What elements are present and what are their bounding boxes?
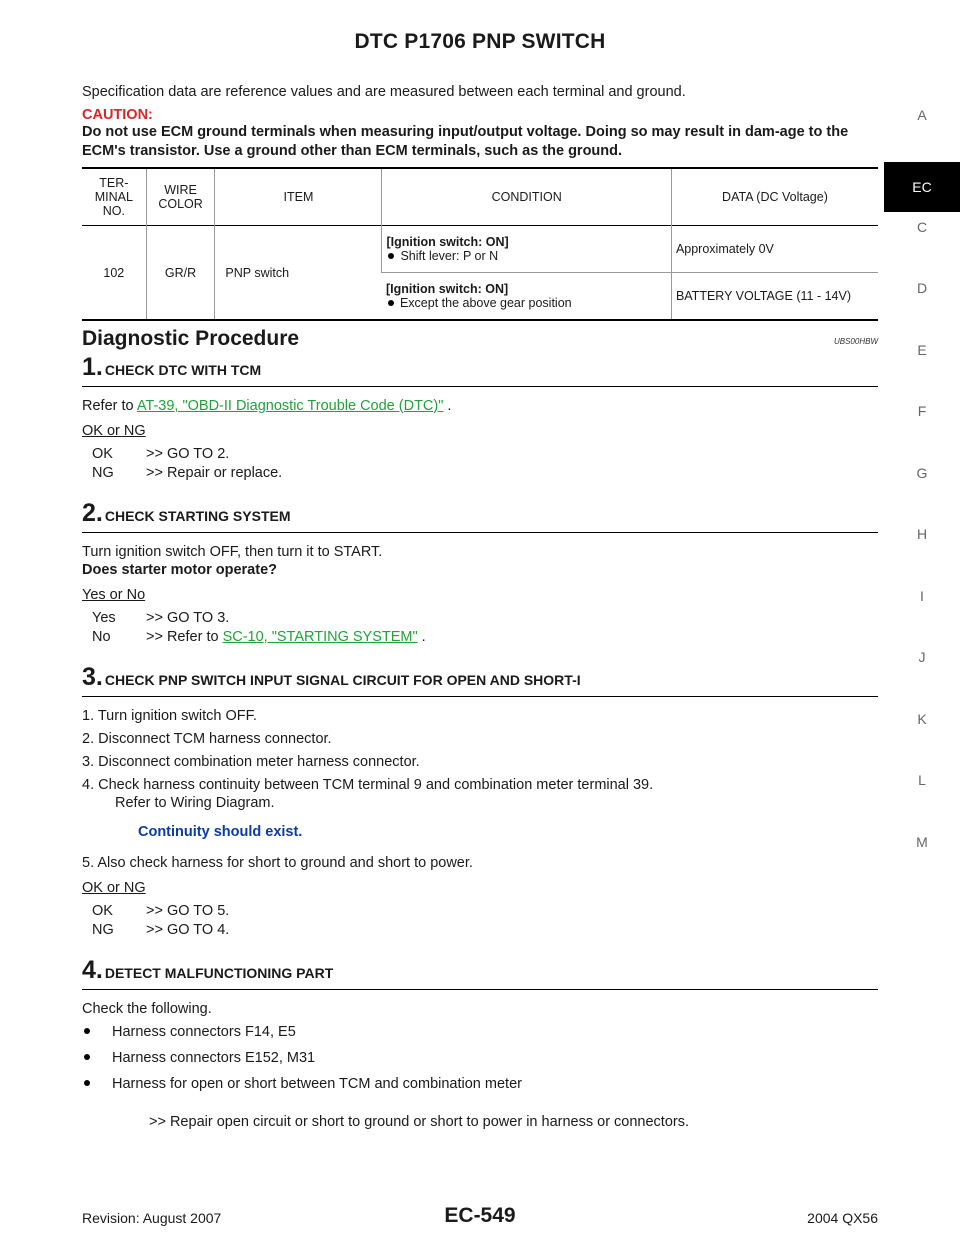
bullet-icon <box>388 252 395 259</box>
ref-link-sc10[interactable]: SC-10, "STARTING SYSTEM" <box>222 629 418 645</box>
condition-bullet: Shift lever: P or N <box>386 249 666 263</box>
revision-date: Revision: August 2007 <box>82 1210 222 1226</box>
page-title: DTC P1706 PNP SWITCH <box>354 30 606 53</box>
step-number: 2. <box>82 499 103 527</box>
check-list: Harness connectors F14, E5 Harness conne… <box>82 1024 878 1092</box>
bullet-icon <box>84 1054 90 1060</box>
result-ok: OK>> GO TO 5. <box>92 903 230 919</box>
step-1-header: 1. CHECK DTC WITH TCM <box>82 353 878 387</box>
list-item: 3. Disconnect combination meter harness … <box>82 754 420 770</box>
list-item: 4. Check harness continuity between TCM … <box>82 777 654 793</box>
terminal-no: 102 <box>82 225 147 321</box>
reference-code: UBS00HBW <box>833 337 878 346</box>
condition-cell: [Ignition switch: ON] Shift lever: P or … <box>381 225 672 273</box>
col-data: DATA (DC Voltage) <box>670 168 878 226</box>
index-tab-a[interactable]: A <box>917 107 927 123</box>
result-ng: NG>> Repair or replace. <box>92 465 283 481</box>
model-year: 2004 QX56 <box>807 1210 878 1226</box>
step-2-text: Turn ignition switch OFF, then turn it t… <box>82 544 383 560</box>
index-tab-i[interactable]: I <box>920 587 924 604</box>
index-tab-c[interactable]: C <box>916 218 928 235</box>
condition-heading: [Ignition switch: ON] <box>385 282 509 296</box>
intro-text: Specification data are reference values … <box>82 84 686 100</box>
caution-text: Do not use ECM ground terminals when mea… <box>82 124 849 159</box>
section-title: Diagnostic Procedure <box>82 327 300 350</box>
list-item: 5. Also check harness for short to groun… <box>82 855 473 871</box>
item-name: PNP switch <box>214 225 382 321</box>
section-index: A EC C D E F G H I J K L M <box>884 100 960 888</box>
col-wire-color: WIRE COLOR <box>145 168 215 226</box>
table-row: [Ignition switch: ON] Except the above g… <box>82 272 878 321</box>
list-item-sub: Refer to Wiring Diagram. <box>115 795 275 811</box>
bullet-icon <box>387 299 394 306</box>
step-title: CHECK STARTING SYSTEM <box>104 508 291 524</box>
step-4-header: 4. DETECT MALFUNCTIONING PART <box>82 956 878 990</box>
list-item: Harness connectors E152, M31 <box>82 1050 878 1066</box>
judgement-label: Yes or No <box>82 587 146 603</box>
result-list: OK>> GO TO 5. NG>> GO TO 4. <box>92 902 878 940</box>
list-item: Harness for open or short between TCM an… <box>82 1076 878 1092</box>
page-number: EC-549 <box>444 1204 516 1227</box>
col-terminal: TER-MINAL NO. <box>94 176 133 218</box>
col-item: ITEM <box>214 168 382 226</box>
condition-bullet: Except the above gear position <box>386 296 667 310</box>
specification-value: Continuity should exist. <box>138 824 303 840</box>
caution-label: CAUTION: <box>82 107 153 123</box>
result-yes: Yes>> GO TO 3. <box>92 610 230 626</box>
step-3-list: 1. Turn ignition switch OFF. 2. Disconne… <box>82 707 878 812</box>
step-2-question: Does starter motor operate? <box>82 562 277 578</box>
condition-cell: [Ignition switch: ON] Except the above g… <box>382 273 671 321</box>
list-item: 2. Disconnect TCM harness connector. <box>82 731 332 747</box>
index-tab-d[interactable]: D <box>916 280 928 296</box>
index-tab-g[interactable]: G <box>916 464 928 481</box>
step-number: 4. <box>82 956 103 984</box>
list-item: 1. Turn ignition switch OFF. <box>82 708 257 724</box>
result-ok: OK>> GO TO 2. <box>92 446 230 462</box>
index-tab-l[interactable]: L <box>918 772 926 788</box>
result-no: No>> Refer to SC-10, "STARTING SYSTEM" . <box>92 629 426 645</box>
step-2-header: 2. CHECK STARTING SYSTEM <box>82 499 878 533</box>
bullet-icon <box>84 1028 90 1034</box>
section-header: Diagnostic Procedure UBS00HBW <box>82 327 878 351</box>
condition-heading: [Ignition switch: ON] <box>386 235 509 249</box>
data-value: BATTERY VOLTAGE (11 - 14V) <box>670 272 878 320</box>
bullet-icon <box>84 1080 90 1086</box>
terminal-spec-table: TER-MINAL NO. WIRE COLOR ITEM CONDITION … <box>82 167 878 321</box>
index-tab-h[interactable]: H <box>916 526 928 542</box>
ref-link-at39[interactable]: AT-39, "OBD-II Diagnostic Trouble Code (… <box>136 398 444 414</box>
result-list: OK>> GO TO 2. NG>> Repair or replace. <box>92 445 878 483</box>
step-title: DETECT MALFUNCTIONING PART <box>104 965 334 981</box>
list-item: Harness connectors F14, E5 <box>82 1024 878 1040</box>
data-value: Approximately 0V <box>670 225 878 273</box>
step-title: CHECK DTC WITH TCM <box>104 362 262 378</box>
index-tab-m[interactable]: M <box>916 833 928 850</box>
step-3-header: 3. CHECK PNP SWITCH INPUT SIGNAL CIRCUIT… <box>82 663 878 697</box>
index-tab-ec[interactable]: EC <box>884 161 960 212</box>
judgement-label: OK or NG <box>82 880 146 896</box>
table-row: 102 GR/R PNP switch [Ignition switch: ON… <box>82 225 878 321</box>
result-ng: NG>> GO TO 4. <box>92 922 230 938</box>
step-number: 1. <box>82 353 103 381</box>
step-number: 3. <box>82 663 103 691</box>
index-tab-f[interactable]: F <box>917 403 927 419</box>
judgement-label: OK or NG <box>82 423 146 439</box>
step-4-text: Check the following. <box>82 1001 212 1017</box>
index-tab-k[interactable]: K <box>917 710 927 727</box>
main-content: Specification data are reference values … <box>82 84 878 1130</box>
wire-color: GR/R <box>145 225 215 321</box>
index-tab-e[interactable]: E <box>917 341 927 358</box>
col-condition: CONDITION <box>381 168 672 226</box>
final-action: >> Repair open circuit or short to groun… <box>149 1114 690 1130</box>
step-title: CHECK PNP SWITCH INPUT SIGNAL CIRCUIT FO… <box>104 672 581 688</box>
index-tab-j[interactable]: J <box>918 649 926 665</box>
step-1-text: Refer to AT-39, "OBD-II Diagnostic Troub… <box>82 398 452 414</box>
table-header-row: TER-MINAL NO. WIRE COLOR ITEM CONDITION … <box>82 168 878 226</box>
result-list: Yes>> GO TO 3. No>> Refer to SC-10, "STA… <box>92 609 878 647</box>
